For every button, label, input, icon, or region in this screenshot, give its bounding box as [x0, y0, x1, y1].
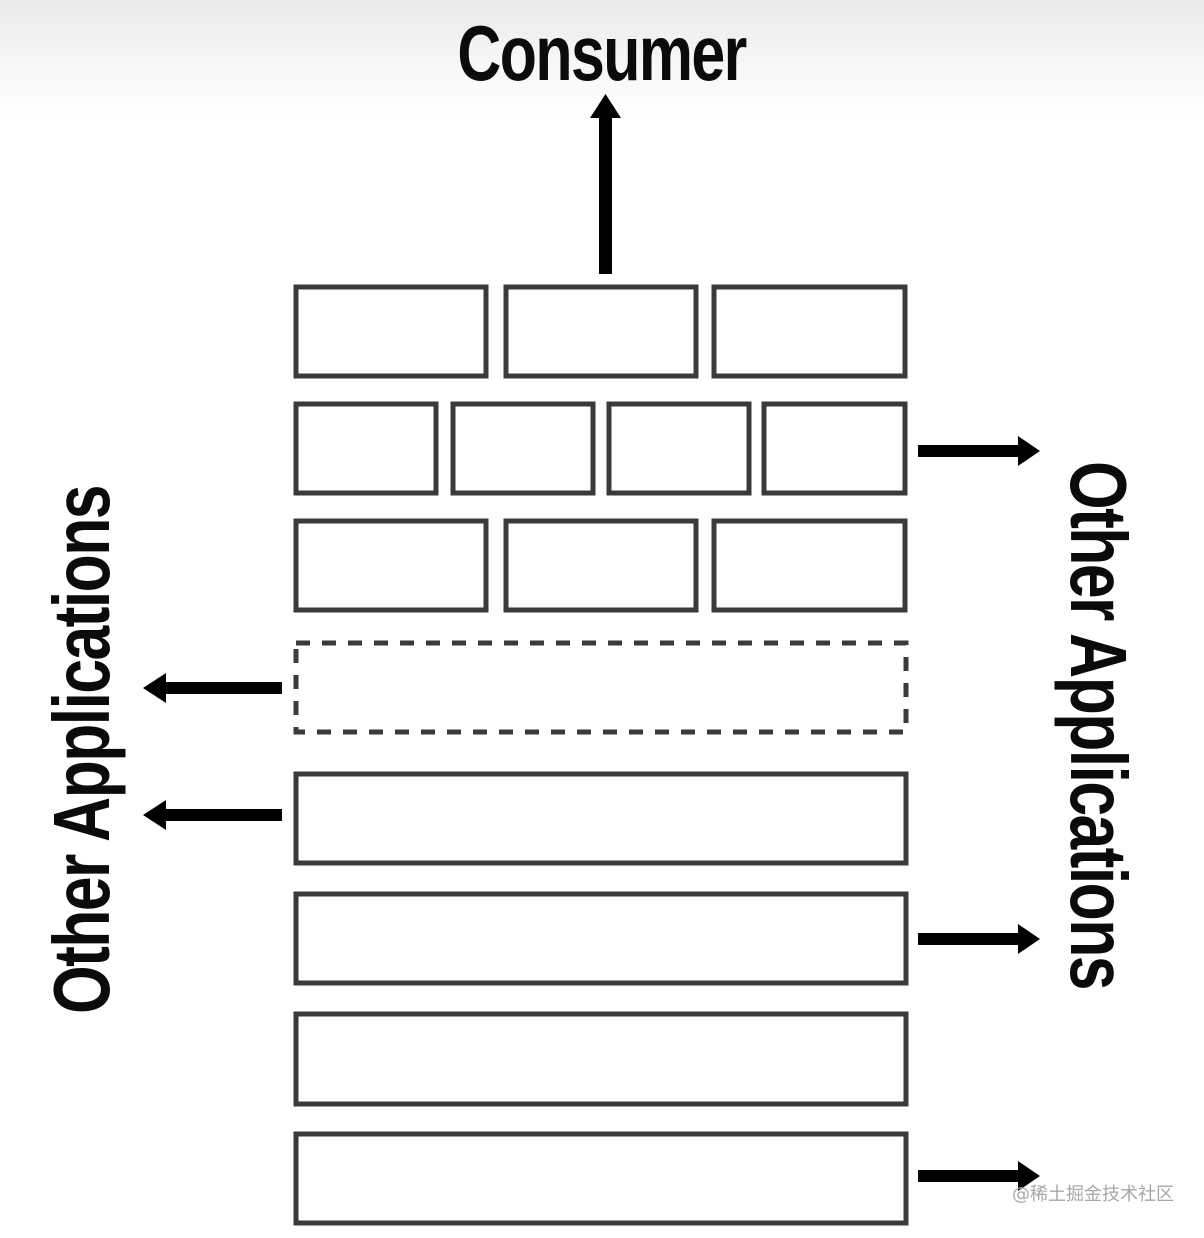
- message-row-3: [293, 518, 908, 613]
- message-block: [450, 401, 596, 496]
- message-block: [503, 284, 699, 379]
- arrow-left-row-5: [143, 800, 282, 830]
- arrow-up-to-consumer: [590, 94, 621, 274]
- left-other-applications-label: Other Applications: [37, 486, 126, 1014]
- message-block: [293, 401, 439, 496]
- arrow-right-row-8: [918, 1161, 1040, 1191]
- watermark-text: @稀土掘金技术社区: [1012, 1184, 1174, 1205]
- message-block: [711, 284, 908, 379]
- message-block-full: [293, 1011, 909, 1107]
- message-row-2: [293, 401, 908, 496]
- message-row-1: [293, 284, 908, 379]
- message-block-full: [293, 891, 909, 986]
- message-block: [606, 401, 752, 496]
- message-block: [293, 284, 489, 379]
- consumer-label: Consumer: [457, 9, 747, 97]
- arrow-right-row-2: [918, 436, 1040, 466]
- arrow-right-row-6: [918, 924, 1040, 954]
- arrow-left-dashed-row: [143, 673, 282, 703]
- message-block: [503, 518, 699, 613]
- full-width-rows: [293, 771, 909, 1226]
- message-block: [293, 518, 489, 613]
- message-block: [711, 518, 908, 613]
- message-block-full: [293, 1131, 909, 1226]
- message-block: [761, 401, 908, 496]
- right-other-applications-label: Other Applications: [1054, 461, 1143, 989]
- message-block-full: [293, 771, 909, 866]
- empty-slot-dashed: [293, 640, 909, 735]
